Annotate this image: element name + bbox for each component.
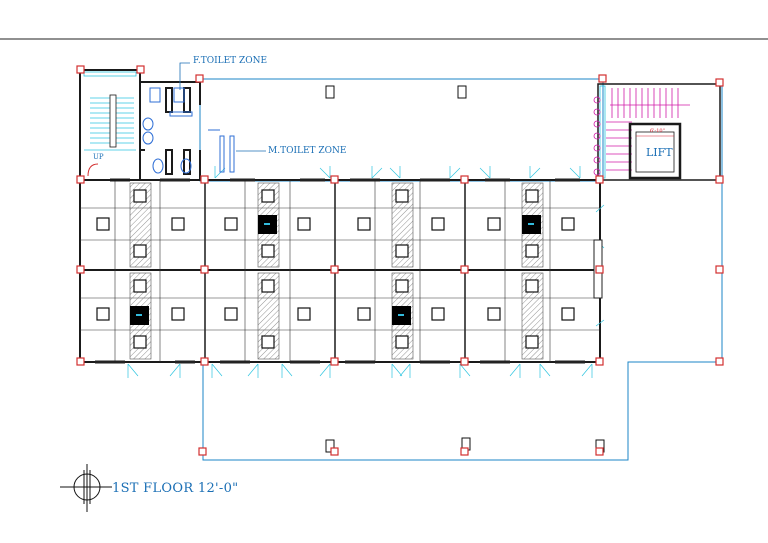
f-toilet-zone-label: F.TOILET ZONE (193, 56, 268, 66)
door-swings (127, 166, 605, 378)
small-fixtures (325, 85, 605, 453)
toilet-fixtures (142, 87, 235, 174)
floor-title: 1ST FLOOR 12'-0" (112, 481, 239, 496)
lift-dimension-label: 6'-10" (650, 128, 665, 134)
left-stair-block (79, 69, 141, 181)
structural-columns (76, 65, 724, 456)
column-squares (96, 189, 575, 349)
lift-label: LIFT (646, 146, 673, 159)
lift-pink-circles (593, 96, 601, 176)
filled-column-marks (136, 223, 534, 316)
crosshair-north-icon (60, 464, 112, 512)
lift-stair-block (597, 83, 721, 181)
main-floor-walls (79, 179, 601, 363)
toilet-leader-lines (179, 62, 266, 152)
stair-up-label: UP (93, 153, 104, 161)
m-toilet-zone-label: M.TOILET ZONE (268, 146, 347, 156)
